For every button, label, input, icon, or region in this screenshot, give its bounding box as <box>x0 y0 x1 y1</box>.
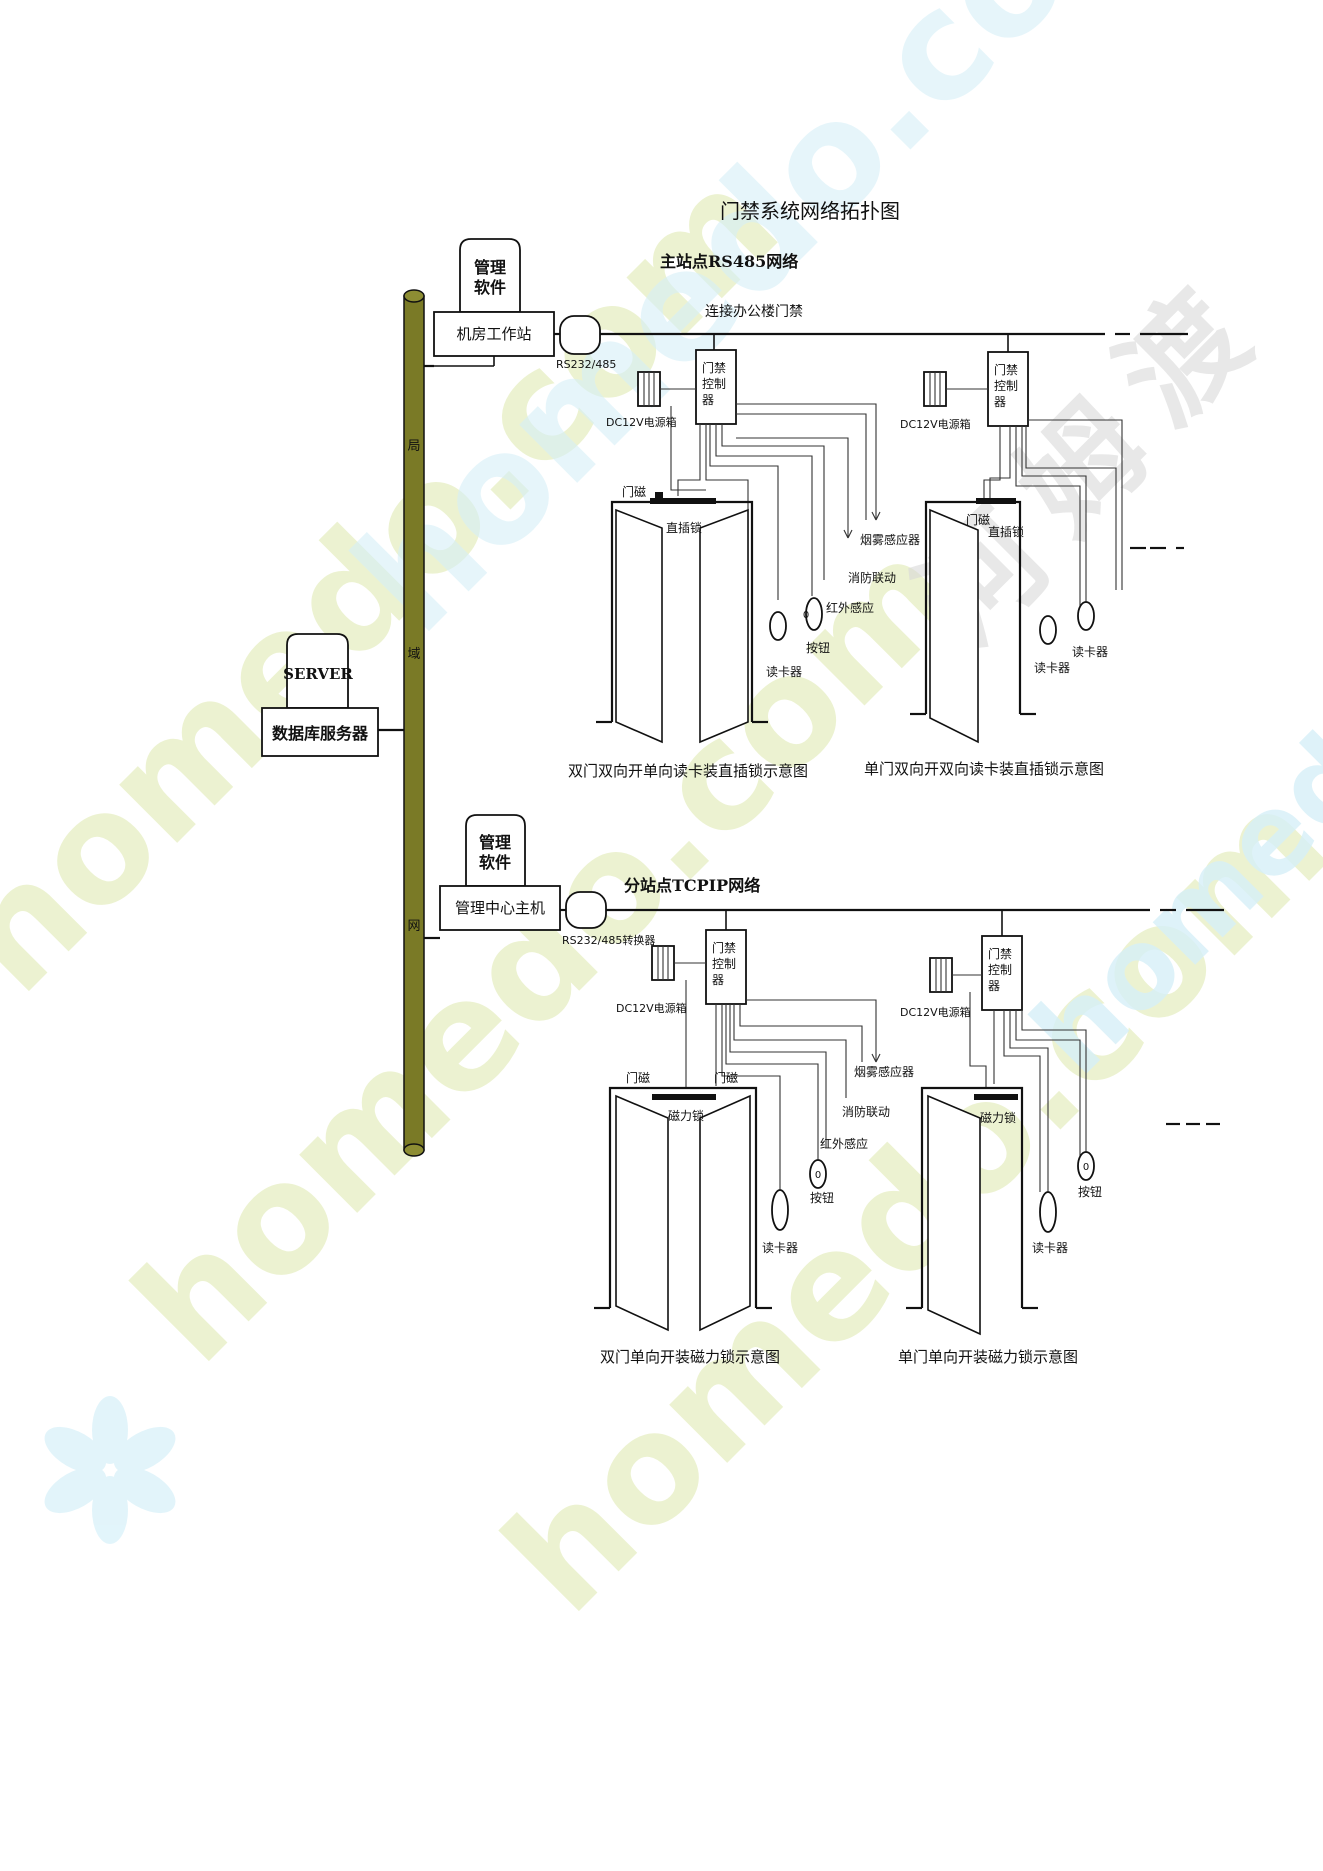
svg-text:0: 0 <box>815 1170 821 1181</box>
bottom-workstation-label: 管理中心主机 <box>455 899 545 917</box>
smoke-sensor-label-c: 烟雾感应器 <box>854 1064 914 1079</box>
card-reader-icon <box>1077 601 1095 631</box>
server-label: 数据库服务器 <box>272 724 369 743</box>
button-label-a: 按钮 <box>806 640 830 655</box>
bottom-software-icon <box>465 814 526 887</box>
door-leaf-left <box>615 1094 669 1332</box>
door-leaf-right <box>699 508 749 744</box>
top-bus-label: 连接办公楼门禁 <box>705 303 803 320</box>
fire-link-label-c: 消防联动 <box>842 1104 890 1119</box>
controller-bottom-right-line2: 控制 <box>988 963 1012 977</box>
controller-top-left-line3: 器 <box>702 393 714 407</box>
top-converter-label: RS232/485 <box>556 358 616 371</box>
door-leaf-single <box>927 1094 981 1336</box>
controller-top-right-line2: 控制 <box>994 379 1018 393</box>
lan-label-2: 域 <box>407 647 420 662</box>
caption-top-right: 单门双向开双向读卡装直插锁示意图 <box>864 760 1104 778</box>
strike-lock-label-a: 直插锁 <box>666 520 702 535</box>
infrared-label-c: 红外感应 <box>820 1136 868 1151</box>
controller-bottom-left-line1: 门禁 <box>712 940 736 955</box>
power-top-left-label: DC12V电源箱 <box>606 415 677 429</box>
power-bottom-left-label: DC12V电源箱 <box>616 1001 687 1015</box>
mag-lock-label-d: 磁力锁 <box>980 1110 1016 1125</box>
controller-top-left-line2: 控制 <box>702 377 726 391</box>
card-reader-label-b1: 读卡器 <box>1034 661 1070 675</box>
door-magnet-label-c1: 门磁 <box>626 1070 650 1085</box>
mag-lock-icon <box>974 1094 1018 1100</box>
door-leaf-right <box>699 1094 751 1332</box>
exit-button-icon <box>1077 1151 1095 1181</box>
bottom-software-line2: 软件 <box>479 853 511 872</box>
exit-button-icon <box>809 1159 827 1189</box>
door-magnet-label-a: 门磁 <box>622 484 646 499</box>
card-reader-icon <box>769 611 787 641</box>
controller-top-left <box>695 349 737 425</box>
top-site: 管理 软件 机房工作站 RS232/485 主站点RS485网络 连接办公楼门禁… <box>424 238 1188 780</box>
bottom-network-title: 分站点TCPIP网络 <box>624 876 760 895</box>
card-reader-label-a: 读卡器 <box>766 665 802 679</box>
controller-top-right-line3: 器 <box>994 395 1006 409</box>
card-reader-label-d: 读卡器 <box>1032 1241 1068 1255</box>
door-leaf-left <box>615 508 663 744</box>
card-reader-icon <box>1039 615 1057 645</box>
watermark: homedo.com homedo.com homedo.com homedo.… <box>0 0 1323 1645</box>
door-magnet-label-b: 门磁 <box>966 512 990 527</box>
power-supply-icon <box>651 945 675 981</box>
server-icon <box>286 633 349 709</box>
top-workstation-label: 机房工作站 <box>456 325 531 343</box>
diagram-title: 门禁系统网络拓扑图 <box>720 199 900 223</box>
lan-label-1: 局 <box>407 439 420 454</box>
bottom-software-line1: 管理 <box>479 833 511 852</box>
caption-bottom-right: 单门单向开装磁力锁示意图 <box>898 1348 1078 1366</box>
bottom-site: 管理 软件 管理中心主机 RS232/485转换器 分站点TCPIP网络 门禁 … <box>424 814 1224 1366</box>
card-reader-icon <box>771 1189 789 1231</box>
power-supply-icon <box>923 371 947 407</box>
lan-bus: 局 域 网 <box>403 289 425 1157</box>
caption-bottom-left: 双门单向开装磁力锁示意图 <box>600 1348 780 1366</box>
bottom-workstation <box>439 885 561 931</box>
server-badge: SERVER <box>283 665 353 683</box>
controller-bottom-left-line3: 器 <box>712 973 724 987</box>
top-software-icon <box>459 238 521 313</box>
svg-text:0: 0 <box>1083 1162 1089 1173</box>
top-software-line1: 管理 <box>474 258 506 277</box>
bottom-converter-icon <box>565 891 607 929</box>
bottom-converter-label: RS232/485转换器 <box>562 933 655 947</box>
top-converter-icon <box>559 315 601 355</box>
svg-text:0: 0 <box>803 610 809 621</box>
watermark-logo-icon <box>44 1396 176 1544</box>
power-supply-icon <box>929 957 953 993</box>
exit-button-icon <box>805 597 823 631</box>
fire-link-label: 消防联动 <box>848 570 896 585</box>
controller-bottom-right <box>981 935 1023 1011</box>
card-reader-icon <box>1039 1191 1057 1233</box>
strike-lock-label-b: 直插锁 <box>988 524 1024 539</box>
power-supply-icon <box>637 371 661 407</box>
door-leaf-single <box>929 508 979 744</box>
top-network-title: 主站点RS485网络 <box>660 252 798 271</box>
controller-bottom-right-line3: 器 <box>988 979 1000 993</box>
controller-top-left-line1: 门禁 <box>702 360 726 375</box>
card-reader-label-b2: 读卡器 <box>1072 645 1108 659</box>
lan-label-3: 网 <box>407 919 420 934</box>
controller-bottom-left-line2: 控制 <box>712 957 736 971</box>
button-label-d: 按钮 <box>1078 1184 1102 1199</box>
controller-bottom-right-line1: 门禁 <box>988 946 1012 961</box>
power-top-right-label: DC12V电源箱 <box>900 417 971 431</box>
caption-top-left: 双门双向开单向读卡装直插锁示意图 <box>568 762 808 780</box>
database-server: SERVER 数据库服务器 <box>261 633 404 757</box>
controller-top-right-line1: 门禁 <box>994 362 1018 377</box>
controller-bottom-left <box>705 929 747 1005</box>
button-label-c: 按钮 <box>810 1190 834 1205</box>
mag-lock-icon <box>652 1094 716 1100</box>
card-reader-label-c: 读卡器 <box>762 1241 798 1255</box>
power-bottom-right-label: DC12V电源箱 <box>900 1005 971 1019</box>
smoke-sensor-label: 烟雾感应器 <box>860 532 920 547</box>
door-magnet-label-c2: 门磁 <box>714 1070 738 1085</box>
infrared-label: 红外感应 <box>826 600 874 615</box>
mag-lock-label-c: 磁力锁 <box>668 1108 704 1123</box>
top-software-line2: 软件 <box>474 278 506 297</box>
